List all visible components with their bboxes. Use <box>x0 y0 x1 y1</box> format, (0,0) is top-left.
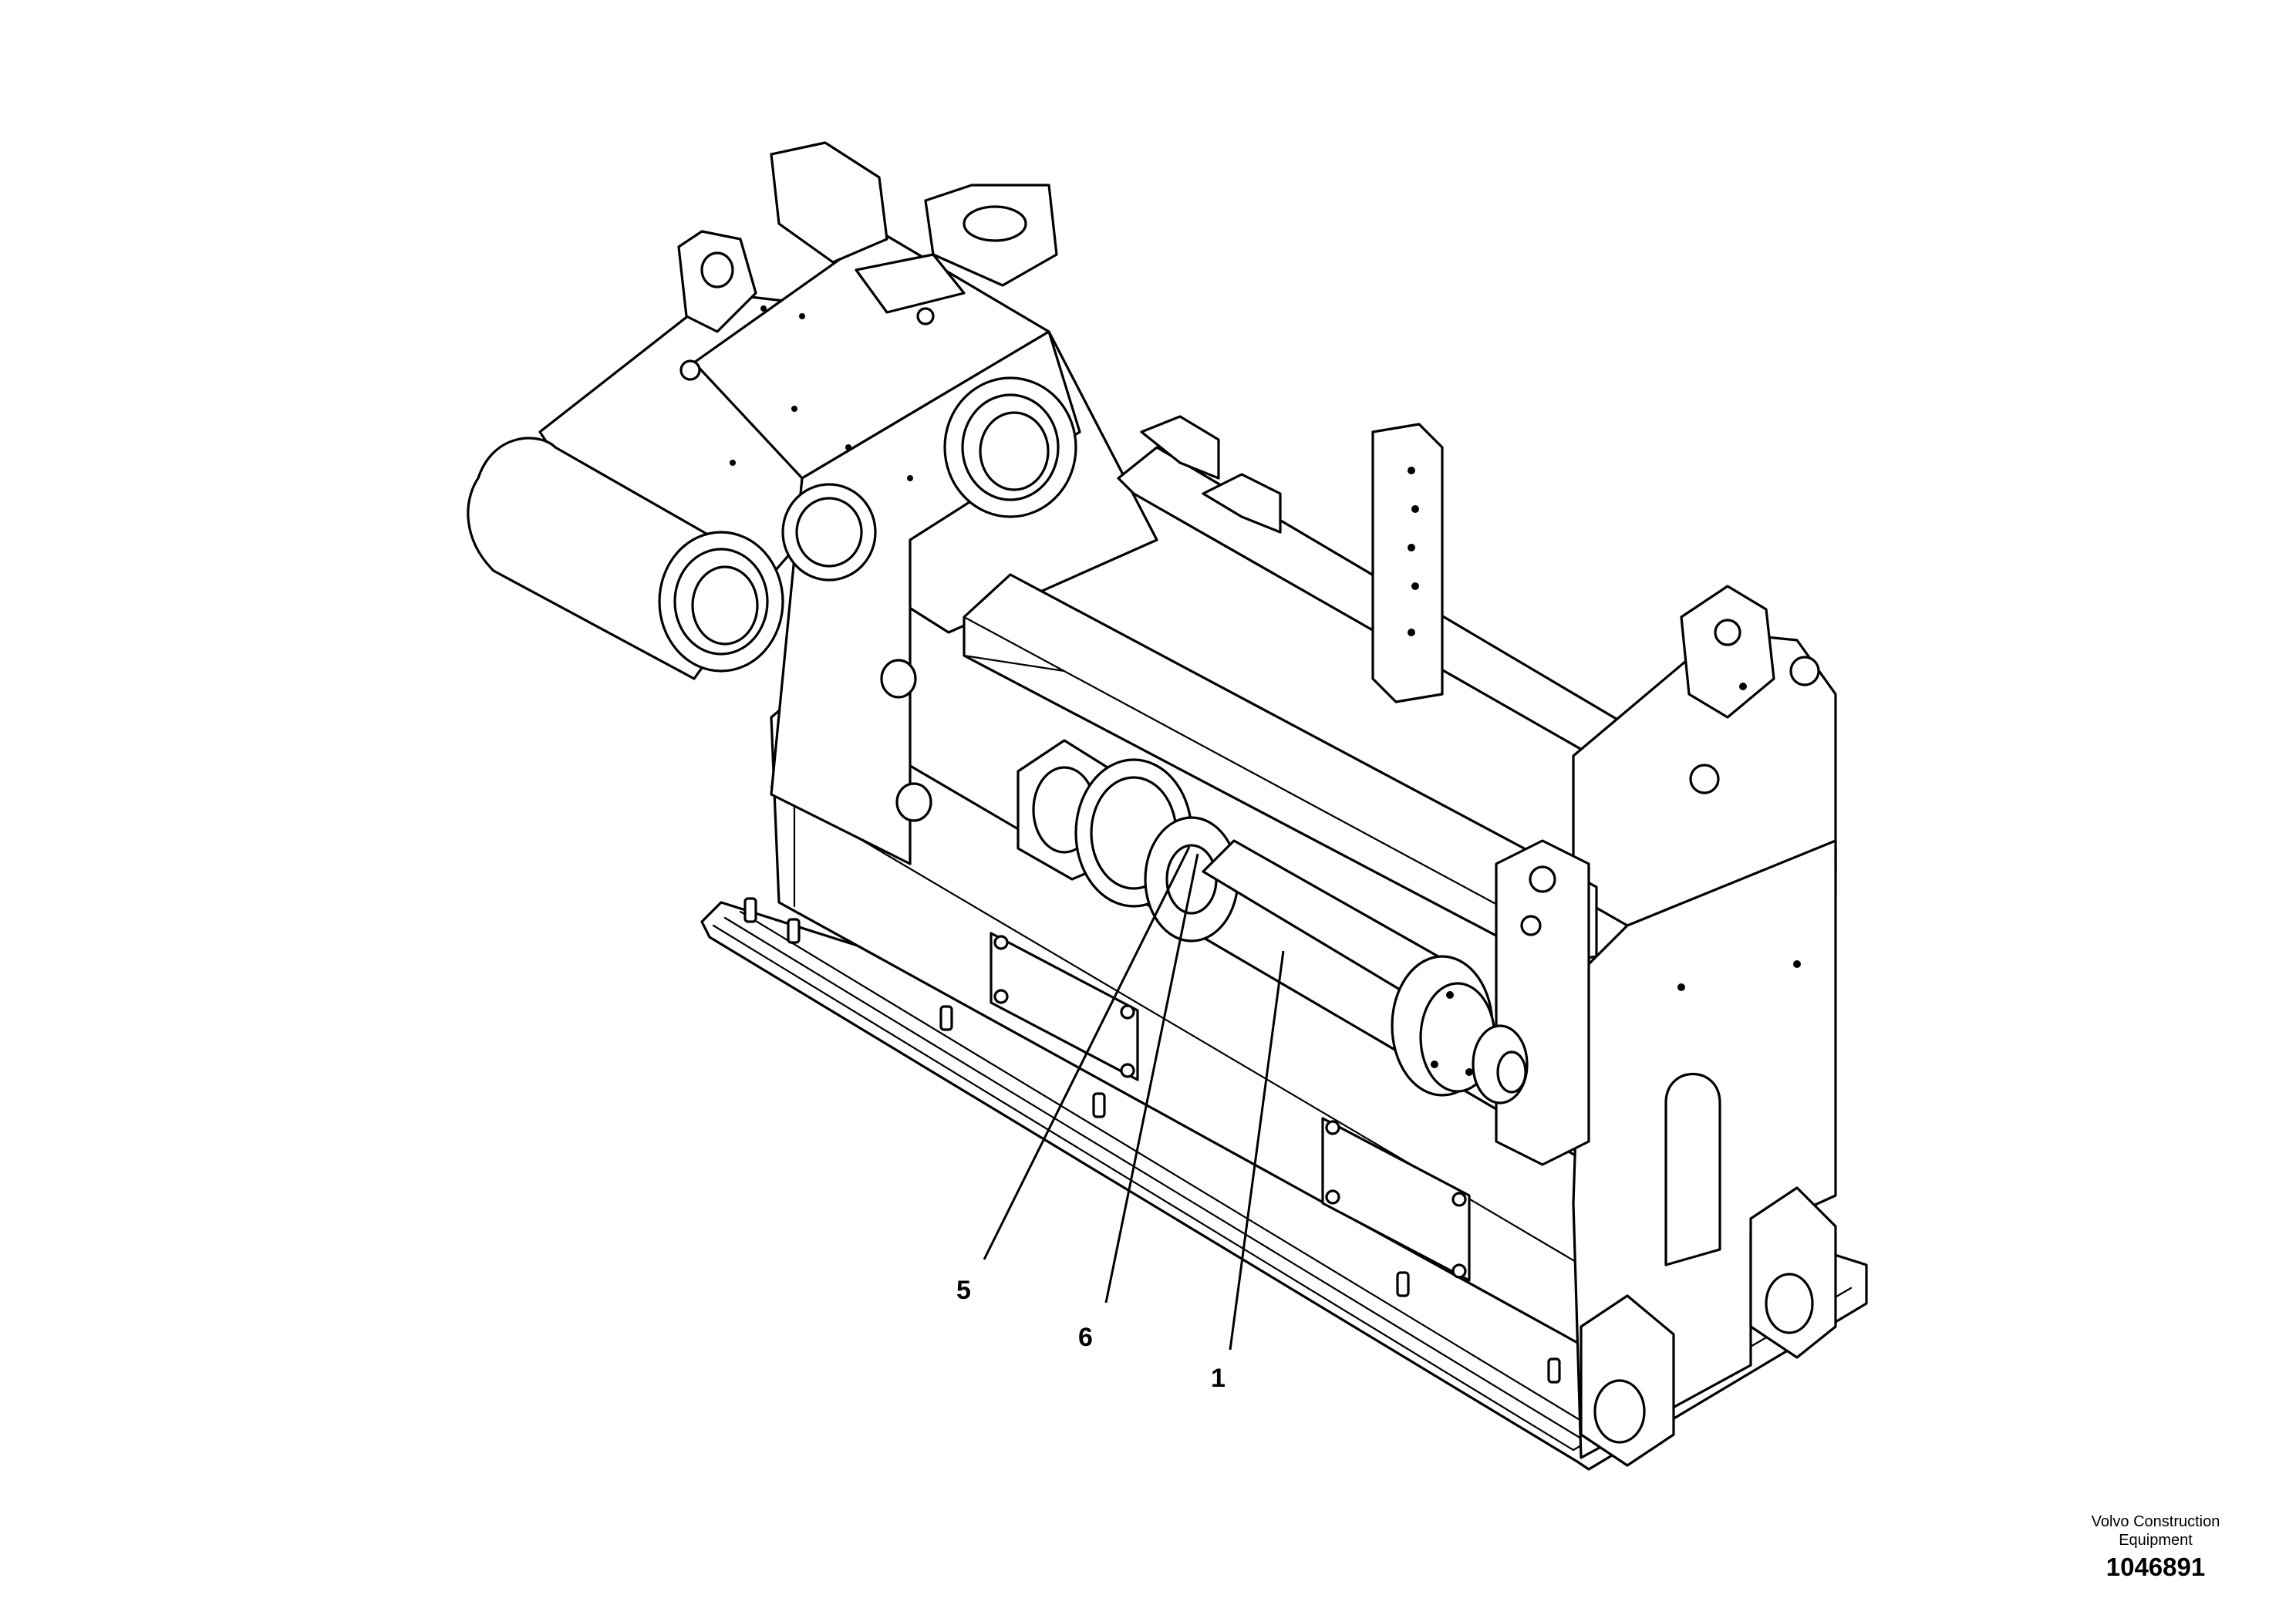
callout-5: 5 <box>956 1276 971 1305</box>
block-bushings <box>781 376 1077 822</box>
front-end-plate <box>1495 839 1837 1467</box>
leader-5 <box>983 846 1191 1260</box>
rear-frame <box>1117 415 1837 958</box>
credit-division: Equipment <box>2119 1532 2193 1549</box>
leader-lines <box>983 846 1285 1351</box>
callout-1: 1 <box>1211 1364 1226 1393</box>
credit-company: Volvo Construction <box>2091 1513 2220 1530</box>
leader-1 <box>1229 950 1285 1351</box>
drawing-number: 1046891 <box>2106 1553 2206 1581</box>
callout-6: 6 <box>1078 1323 1093 1352</box>
base-studs <box>743 897 1561 1384</box>
left-cylinder-tube <box>467 437 784 680</box>
leader-6 <box>1104 853 1199 1303</box>
front-side-panel <box>770 696 1606 1359</box>
